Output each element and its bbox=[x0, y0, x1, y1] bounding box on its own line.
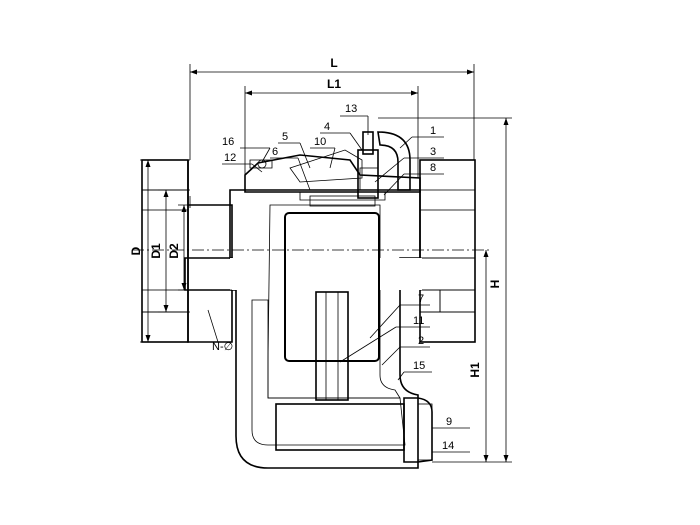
part-label-16: 16 bbox=[222, 136, 234, 148]
dimension-lines bbox=[140, 64, 512, 463]
dim-label-L1: L1 bbox=[327, 77, 341, 91]
dimension-labels: L L1 D D1 D2 H H1 N-∅ bbox=[129, 56, 502, 378]
dim-label-H1: H1 bbox=[468, 362, 482, 378]
valve-body bbox=[229, 189, 422, 469]
part-label-1: 1 bbox=[430, 125, 436, 137]
part-label-5: 5 bbox=[282, 131, 288, 143]
dim-label-N: N-∅ bbox=[212, 341, 233, 353]
part-label-8: 8 bbox=[430, 162, 436, 174]
part-label-6: 6 bbox=[272, 146, 278, 158]
part-label-15: 15 bbox=[413, 360, 425, 372]
part-label-13: 13 bbox=[345, 103, 357, 115]
bucket bbox=[284, 212, 380, 362]
siphon-tube bbox=[315, 291, 349, 401]
valve-cover bbox=[244, 131, 421, 207]
dim-label-D2: D2 bbox=[167, 243, 181, 259]
part-labels: 13 1 4 5 10 16 6 12 3 8 7 11 2 15 9 14 bbox=[222, 103, 454, 452]
part-label-7: 7 bbox=[418, 293, 424, 305]
part-label-3: 3 bbox=[430, 146, 436, 158]
part-label-2: 2 bbox=[418, 335, 424, 347]
strainer-screen bbox=[275, 397, 433, 463]
part-label-9: 9 bbox=[446, 416, 452, 428]
part-label-11: 11 bbox=[413, 315, 424, 327]
dim-label-H: H bbox=[488, 280, 502, 289]
leader-lines bbox=[207, 115, 470, 453]
part-label-4: 4 bbox=[324, 121, 330, 133]
part-label-14: 14 bbox=[442, 440, 454, 452]
part-label-12: 12 bbox=[224, 152, 236, 164]
centerlines bbox=[132, 196, 492, 251]
dim-label-D1: D1 bbox=[149, 243, 163, 259]
part-label-10: 10 bbox=[314, 136, 326, 148]
right-flange bbox=[419, 159, 476, 343]
dim-label-L: L bbox=[330, 56, 337, 70]
dim-label-D: D bbox=[129, 246, 143, 255]
